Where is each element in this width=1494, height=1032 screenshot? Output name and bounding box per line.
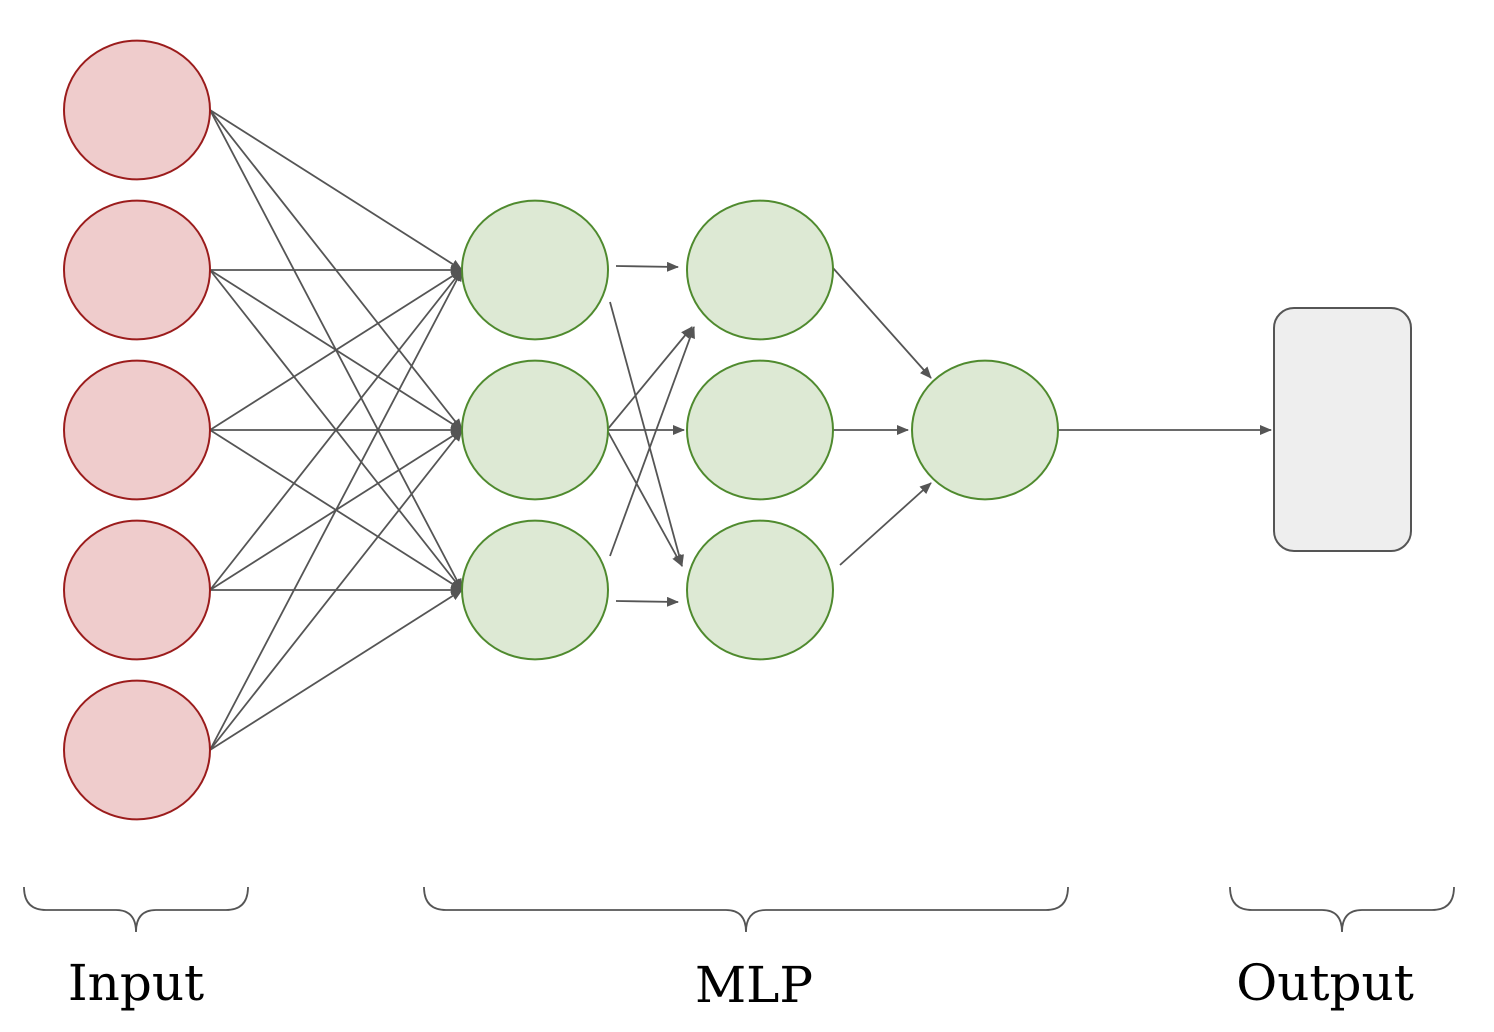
hidden1-node-3 <box>461 519 609 661</box>
edge-input-5-to-h1-1 <box>209 269 463 751</box>
input-node-1 <box>63 39 211 181</box>
hidden1-node-2 <box>461 359 609 501</box>
edge-h1-1-to-h2-3 <box>609 301 684 567</box>
hidden1-node-1 <box>461 199 609 341</box>
input-node-3 <box>63 359 211 501</box>
input-node-4 <box>63 519 211 661</box>
edge-h1-2-to-h2-3 <box>606 429 683 567</box>
hidden2-node-2 <box>686 359 834 501</box>
edge-input-3-to-h1-1 <box>209 269 463 431</box>
network-nodes <box>63 39 1412 821</box>
output-brace <box>1229 886 1455 933</box>
output-label: Output <box>1236 954 1414 1012</box>
mlp-brace <box>423 886 1069 933</box>
edge-h2-1-to-h3-1 <box>832 267 932 379</box>
edge-input-5-to-h1-3 <box>209 589 463 751</box>
input-label: Input <box>68 954 204 1012</box>
hidden2-node-3 <box>686 519 834 661</box>
input-brace <box>23 886 249 933</box>
edge-h1-2-to-h2-1 <box>606 326 693 431</box>
edge-h1-3-to-h2-1 <box>609 326 695 557</box>
input-node-2 <box>63 199 211 341</box>
hidden2-node-1 <box>686 199 834 341</box>
edge-input-1-to-h1-1 <box>209 109 463 271</box>
connection-edges <box>209 109 1272 751</box>
edge-h1-1-to-h2-1 <box>615 261 679 272</box>
input-node-5 <box>63 679 211 821</box>
edge-input-4-to-h1-1 <box>209 269 463 591</box>
edge-h1-3-to-h2-3 <box>615 596 679 607</box>
hidden3-node-1 <box>911 359 1059 501</box>
mlp-label: MLP <box>695 956 813 1014</box>
edge-h2-3-to-h3-1 <box>839 482 932 566</box>
output-box <box>1273 307 1412 552</box>
edge-input-5-to-h1-2 <box>209 429 463 751</box>
